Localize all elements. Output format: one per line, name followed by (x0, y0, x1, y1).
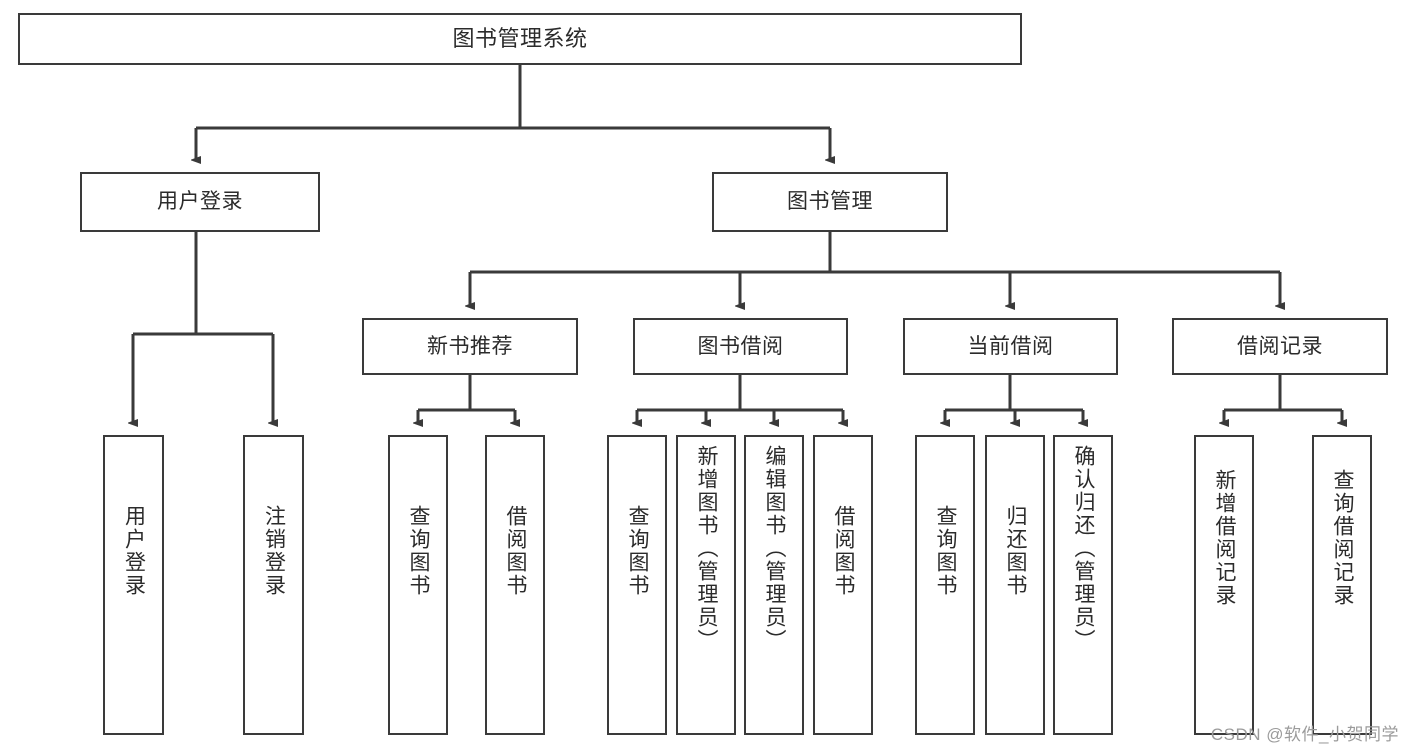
node-book-manage-label: 图书管理 (787, 190, 873, 214)
node-borrow-record[interactable]: 借阅记录 (1172, 318, 1388, 375)
leaf-cur-return[interactable]: 归还图书 (985, 435, 1045, 735)
node-book-manage[interactable]: 图书管理 (712, 172, 948, 232)
leaf-rec-query[interactable]: 查询图书 (388, 435, 448, 735)
leaf-cur-confirm-label: 确认归还（管理员） (1072, 445, 1096, 652)
node-borrow-record-label: 借阅记录 (1237, 334, 1323, 358)
leaf-rec-add[interactable]: 新增借阅记录 (1194, 435, 1254, 735)
node-current-borrow[interactable]: 当前借阅 (903, 318, 1118, 375)
leaf-borrow-add[interactable]: 新增图书（管理员） (676, 435, 736, 735)
leaf-logout[interactable]: 注销登录 (243, 435, 304, 735)
leaf-cur-query[interactable]: 查询图书 (915, 435, 975, 735)
leaf-cur-return-label: 归还图书 (1004, 505, 1028, 597)
leaf-rec-borrow-label: 借阅图书 (504, 505, 528, 597)
leaf-rec-add-label: 新增借阅记录 (1213, 469, 1237, 607)
node-current-borrow-label: 当前借阅 (967, 334, 1054, 358)
leaf-borrow-do[interactable]: 借阅图书 (813, 435, 873, 735)
leaf-logout-label: 注销登录 (262, 505, 286, 597)
leaf-rec-borrow[interactable]: 借阅图书 (485, 435, 545, 735)
watermark: CSDN @软件_小贺同学 (1210, 725, 1399, 744)
leaf-cur-confirm[interactable]: 确认归还（管理员） (1053, 435, 1113, 735)
node-user-login[interactable]: 用户登录 (80, 172, 320, 232)
leaf-rec-search[interactable]: 查询借阅记录 (1312, 435, 1372, 735)
node-new-book-rec-label: 新书推荐 (427, 334, 513, 358)
leaf-borrow-query-label: 查询图书 (626, 505, 650, 597)
leaf-borrow-add-label: 新增图书（管理员） (695, 445, 719, 652)
leaf-user-login-label: 用户登录 (122, 505, 146, 597)
leaf-rec-query-label: 查询图书 (407, 505, 431, 597)
node-new-book-rec[interactable]: 新书推荐 (362, 318, 578, 375)
leaf-rec-search-label: 查询借阅记录 (1331, 469, 1355, 607)
node-book-borrow-label: 图书借阅 (697, 334, 784, 358)
leaf-user-login[interactable]: 用户登录 (103, 435, 164, 735)
node-root[interactable]: 图书管理系统 (18, 13, 1022, 65)
leaf-borrow-edit[interactable]: 编辑图书（管理员） (744, 435, 804, 735)
node-book-borrow[interactable]: 图书借阅 (633, 318, 848, 375)
leaf-cur-query-label: 查询图书 (934, 505, 958, 597)
node-root-label: 图书管理系统 (452, 25, 588, 51)
leaf-borrow-query[interactable]: 查询图书 (607, 435, 667, 735)
leaf-borrow-do-label: 借阅图书 (832, 505, 856, 597)
node-user-login-label: 用户登录 (157, 190, 243, 214)
leaf-borrow-edit-label: 编辑图书（管理员） (763, 445, 787, 652)
